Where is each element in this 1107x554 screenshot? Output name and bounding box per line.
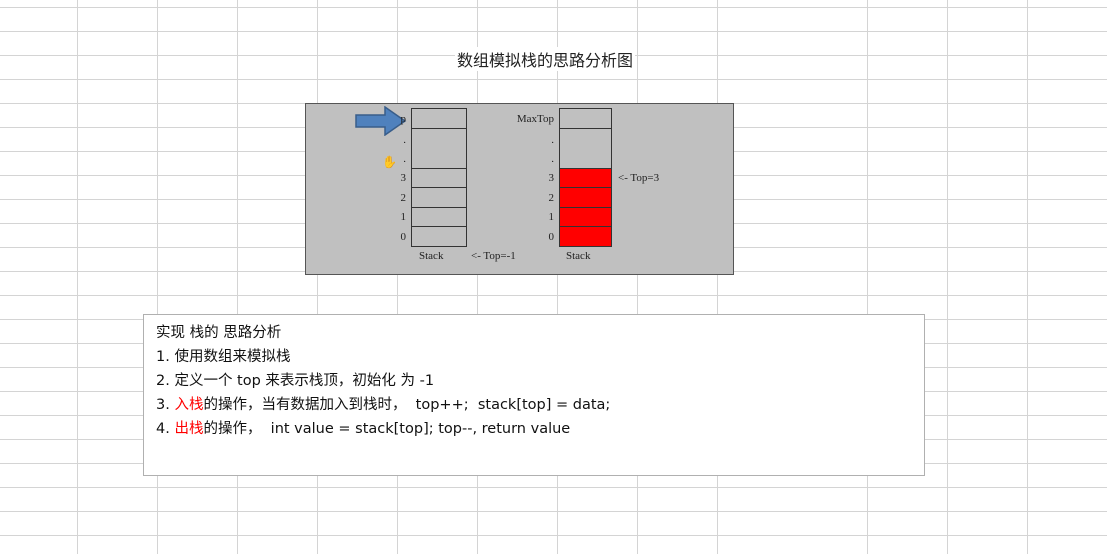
left-stack-cell-3 [411,168,467,188]
left-stack-cell-gap [411,128,467,169]
left-label-3: 3 [400,172,407,184]
right-top-pointer: <- Top=3 [618,172,660,184]
left-stack-cell-top [411,108,467,129]
right-stack-cell-3 [559,168,612,188]
grid-column-line [637,0,638,554]
left-stack-caption: Stack [419,250,444,262]
notes-line-2: 2. 定义一个 top 来表示栈顶，初始化 为 -1 [156,373,435,389]
left-top-pointer: <- Top=-1 [471,250,516,262]
right-label-0: 0 [548,231,555,243]
grid-column-line [157,0,158,554]
right-stack-cell-top [559,108,612,129]
left-label-2: 2 [400,192,407,204]
grid-column-line [947,0,948,554]
line4-prefix: 4. [156,421,175,437]
grid-column-line [717,0,718,554]
left-label-dot1: . [403,134,406,146]
push-highlight: 入栈 [174,397,204,413]
grid-column-line [317,0,318,554]
notes-textbox[interactable]: 实现 栈的 思路分析 1. 使用数组来模拟栈 2. 定义一个 top 来表示栈顶… [143,314,925,476]
line3-prefix: 3. [156,397,175,413]
right-label-3: 3 [548,172,555,184]
right-stack-cell-gap [559,128,612,169]
line3-rest: 的操作，当有数据加入到栈时， top++; stack[top] = data; [203,397,611,413]
grid-column-line [237,0,238,554]
blue-arrow-icon [355,106,407,136]
grid-column-line [557,0,558,554]
grid-column-line [1027,0,1028,554]
right-label-maxtop: MaxTop [516,113,554,125]
right-label-2: 2 [548,192,555,204]
right-stack-cell-2 [559,187,612,208]
grid-column-line [77,0,78,554]
notes-line-4: 4. 出栈的操作， int value = stack[top]; top--,… [156,417,912,441]
notes-line-1: 1. 使用数组来模拟栈 [156,349,291,365]
line4-rest: 的操作， int value = stack[top]; top--, retu… [203,421,571,437]
left-stack-cell-0 [411,226,467,247]
right-label-1: 1 [548,211,555,223]
notes-heading: 实现 栈的 思路分析 [156,325,282,341]
left-label-dot2: . [403,153,406,165]
left-label-1: 1 [400,211,407,223]
left-stack-cell-2 [411,187,467,208]
left-label-top: p [400,113,407,125]
hand-cursor-icon: ✋ [382,155,397,169]
right-label-dot2: . [551,153,554,165]
right-stack-caption: Stack [566,250,591,262]
notes-line-3: 3. 入栈的操作，当有数据加入到栈时， top++; stack[top] = … [156,393,912,417]
right-label-dot1: . [551,134,554,146]
right-stack-cell-0 [559,226,612,247]
grid-column-line [867,0,868,554]
right-stack-cell-1 [559,207,612,227]
left-stack-cell-1 [411,207,467,227]
grid-column-line [477,0,478,554]
left-label-0: 0 [400,231,407,243]
pop-highlight: 出栈 [174,421,204,437]
grid-column-line [397,0,398,554]
stack-diagram-image[interactable]: p . . 3 2 1 0 Stack <- Top=-1 ✋ MaxTop .… [305,103,734,275]
diagram-title: 数组模拟栈的思路分析图 [455,47,636,71]
